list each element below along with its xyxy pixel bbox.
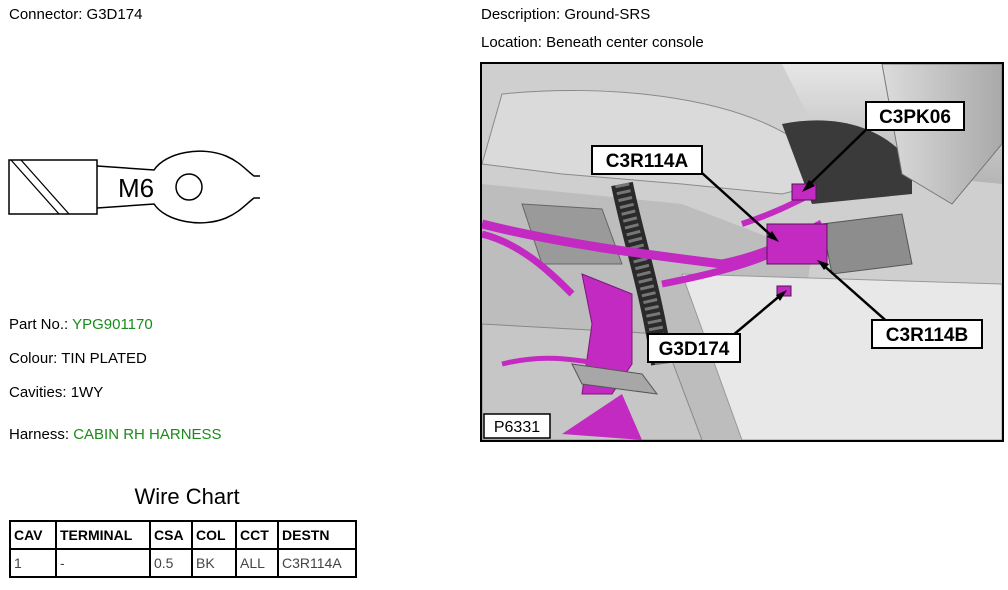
cavities-label: Cavities: xyxy=(9,384,67,401)
header-cct: CCT xyxy=(235,520,279,550)
cavities-value: 1WY xyxy=(70,384,104,401)
callout-box xyxy=(871,319,983,349)
figure-ref-box xyxy=(483,413,551,439)
header-cav: CAV xyxy=(9,520,57,550)
connector-label: Connector: xyxy=(9,6,83,23)
description-field: Description: Ground-SRS xyxy=(481,6,650,23)
ring-terminal-drawing: M6 xyxy=(8,150,260,224)
figure-ref: P6331 xyxy=(494,419,540,436)
callout-box xyxy=(647,333,741,363)
harness-field: Harness: CABIN RH HARNESS xyxy=(9,426,222,443)
table-header-row: CAV TERMINAL CSA COL CCT DESTN xyxy=(9,520,357,550)
harness-location-drawing: C3PK06 C3R114A C3R114B G3D174 P6331 xyxy=(482,64,1002,440)
harness-link[interactable]: CABIN RH HARNESS xyxy=(73,426,222,443)
location-label: Location: xyxy=(481,34,542,51)
part-number-link[interactable]: YPG901170 xyxy=(72,316,153,333)
callout-c3pk06: C3PK06 xyxy=(879,107,951,128)
wire-chart-table: CAV TERMINAL CSA COL CCT DESTN 1 - 0.5 B… xyxy=(9,520,357,578)
part-number-label: Part No.: xyxy=(9,316,69,333)
colour-label: Colour: xyxy=(9,350,58,367)
connector-value: G3D174 xyxy=(86,6,143,23)
header-destn: DESTN xyxy=(277,520,357,550)
callout-box xyxy=(865,101,965,131)
callout-c3r114a: C3R114A xyxy=(606,151,689,172)
location-value: Beneath center console xyxy=(546,34,704,51)
table-row: 1 - 0.5 BK ALL C3R114A xyxy=(9,548,357,578)
cell-col: BK xyxy=(191,548,237,578)
cell-cct: ALL xyxy=(235,548,279,578)
description-value: Ground-SRS xyxy=(564,6,651,23)
part-number-field: Part No.: YPG901170 xyxy=(9,316,153,333)
header-col: COL xyxy=(191,520,237,550)
callout-box xyxy=(591,145,703,175)
callout-c3r114b: C3R114B xyxy=(886,325,968,346)
location-field: Location: Beneath center console xyxy=(481,34,704,51)
terminal-size-label: M6 xyxy=(118,173,154,203)
callout-g3d174: G3D174 xyxy=(659,339,730,360)
cell-csa: 0.5 xyxy=(149,548,193,578)
connector-field: Connector: G3D174 xyxy=(9,6,142,23)
cell-terminal: - xyxy=(55,548,151,578)
description-label: Description: xyxy=(481,6,561,23)
colour-field: Colour: TIN PLATED xyxy=(9,350,147,367)
header-csa: CSA xyxy=(149,520,193,550)
cell-cav: 1 xyxy=(9,548,57,578)
cavities-field: Cavities: 1WY xyxy=(9,384,103,401)
cell-destn: C3R114A xyxy=(277,548,357,578)
wire-chart-title: Wire Chart xyxy=(134,484,240,509)
location-illustration: C3PK06 C3R114A C3R114B G3D174 P6331 xyxy=(480,62,1004,442)
harness-label: Harness: xyxy=(9,426,70,443)
colour-value: TIN PLATED xyxy=(61,350,147,367)
header-terminal: TERMINAL xyxy=(55,520,151,550)
